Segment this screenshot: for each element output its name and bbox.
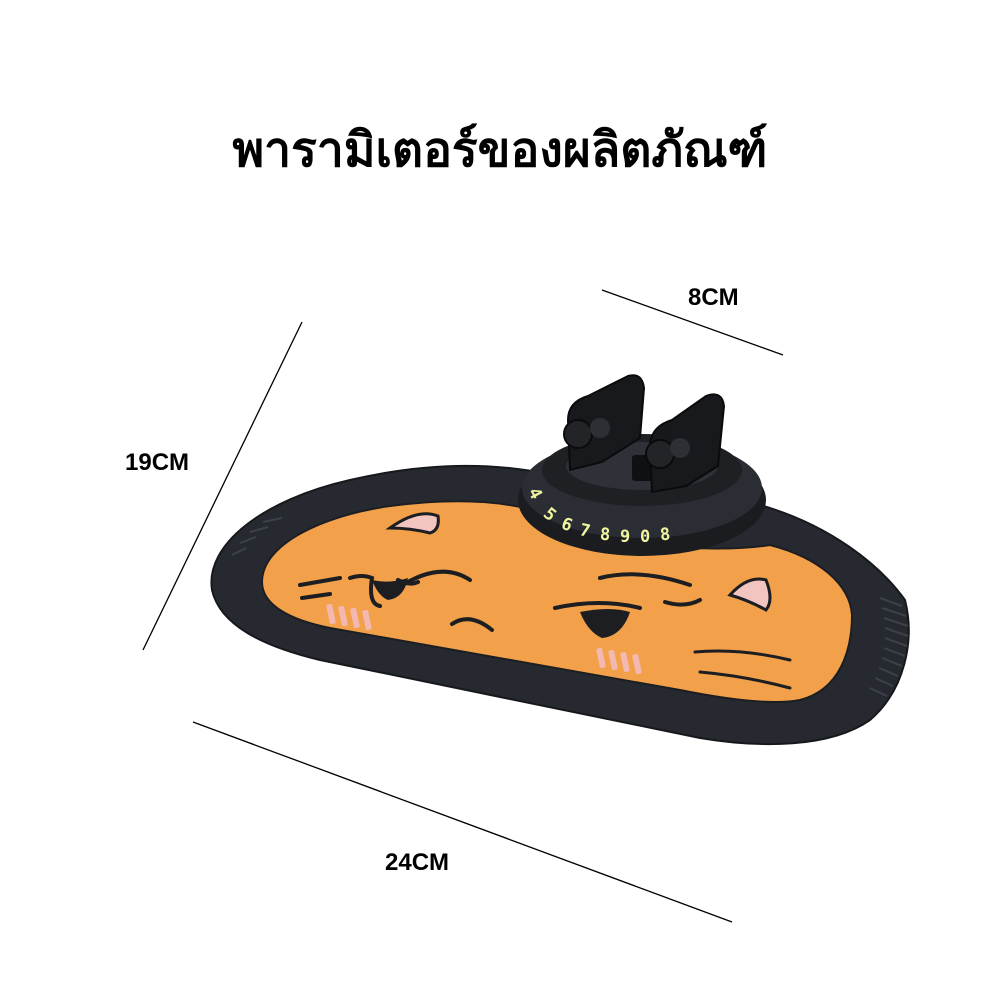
cat-right-eye [553, 572, 702, 610]
cat-right-eye-pupil [580, 609, 630, 638]
plate-digit: 9 [620, 527, 630, 547]
depth-label: 8CM [688, 284, 739, 311]
cat-left-ear [385, 512, 440, 535]
plate-digit: 7 [578, 520, 592, 542]
mat-ribbed-edge-left [231, 517, 283, 556]
width-dimension-line [192, 721, 733, 923]
cat-left-eye-pupil [372, 578, 408, 600]
depth-dimension-line [601, 289, 784, 356]
plate-digit: 8 [659, 525, 671, 546]
height-label: 19CM [125, 449, 190, 476]
plate-digit: 0 [640, 527, 650, 547]
height-dimension-line [142, 321, 303, 651]
page-title: พารามิเตอร์ของผลิตภัณฑ์ [232, 122, 768, 178]
width-label: 24CM [385, 849, 450, 876]
cat-whiskers [693, 649, 792, 690]
cat-right-blush [596, 647, 642, 675]
cat-right-ear [727, 577, 772, 612]
phone-holder-clamps [563, 374, 726, 494]
cat-left-blush [326, 603, 372, 631]
plate-digit: 8 [599, 525, 611, 546]
mat-ribbed-edge [869, 597, 909, 697]
